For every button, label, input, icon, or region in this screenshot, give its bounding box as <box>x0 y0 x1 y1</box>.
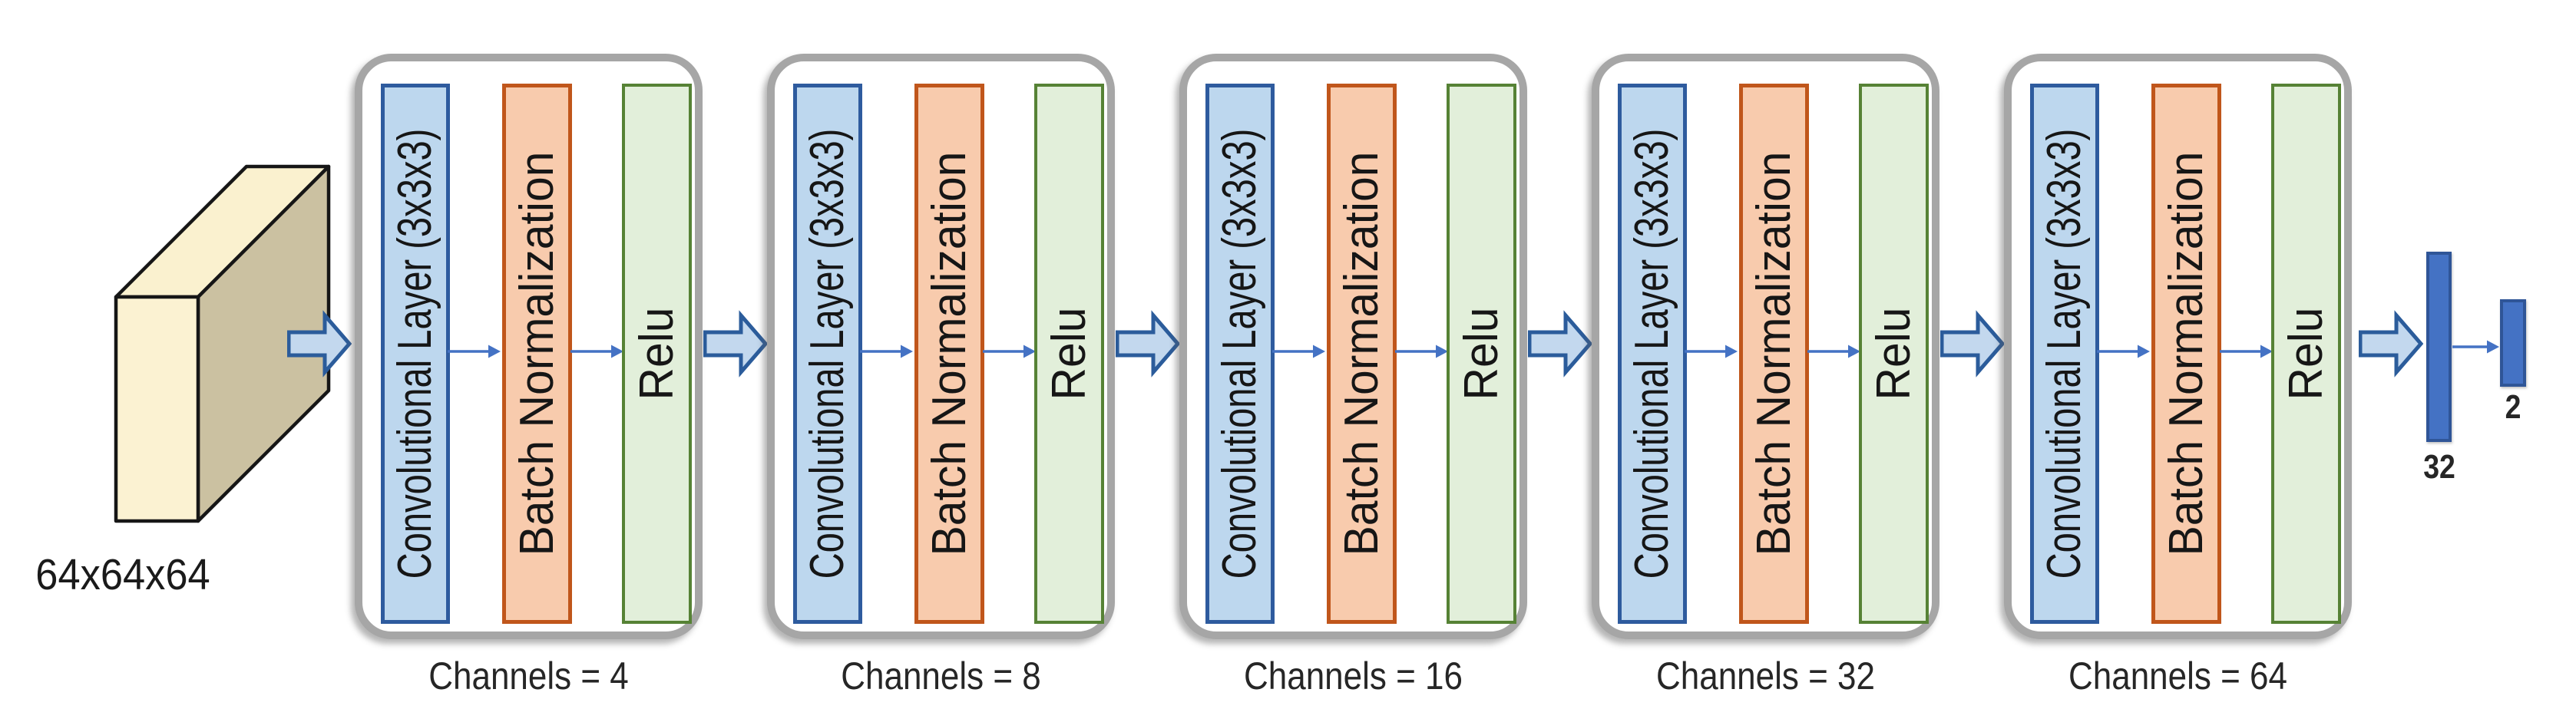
output-bar-2 <box>2500 299 2526 387</box>
connector-arrow-icon <box>2452 340 2499 354</box>
relu-bar: Relu <box>1034 84 1104 624</box>
channels-label: Channels = 16 <box>1243 655 1463 697</box>
relu-bar: Relu <box>1859 84 1929 624</box>
flow-arrow-icon <box>287 310 352 378</box>
batch-norm-bar: Batch Normalization <box>914 84 984 624</box>
conv-block-2: Convolutional Layer (3x3x3) Batch Normal… <box>767 54 1115 697</box>
connector-arrow-icon <box>1685 345 1738 358</box>
connector-arrow-icon <box>983 345 1036 358</box>
connector-arrow-icon <box>1272 345 1325 358</box>
batch-norm-label: Batch Normalization <box>922 151 976 556</box>
conv-block-1: Convolutional Layer (3x3x3) Batch Normal… <box>355 54 703 697</box>
input-size-label: 64x64x64 <box>35 550 210 599</box>
conv-layer-bar: Convolutional Layer (3x3x3) <box>1618 84 1687 624</box>
batch-norm-bar: Batch Normalization <box>1327 84 1397 624</box>
flow-arrow-icon <box>1528 310 1592 378</box>
connector-arrow-icon <box>2097 345 2150 358</box>
connector-arrow-icon <box>570 345 623 358</box>
connector-arrow-icon <box>860 345 913 358</box>
output-bar-32-label: 32 <box>2423 448 2455 486</box>
channels-label: Channels = 8 <box>841 655 1041 697</box>
flow-arrow-icon <box>1940 310 2005 378</box>
relu-bar: Relu <box>2271 84 2341 624</box>
conv-block-4: Convolutional Layer (3x3x3) Batch Normal… <box>1592 54 1939 697</box>
channels-label: Channels = 4 <box>428 655 629 697</box>
relu-bar: Relu <box>1447 84 1516 624</box>
relu-label: Relu <box>1042 307 1096 401</box>
batch-norm-label: Batch Normalization <box>1747 151 1801 556</box>
conv-block-3: Convolutional Layer (3x3x3) Batch Normal… <box>1179 54 1527 697</box>
conv-layer-label: Convolutional Layer (3x3x3) <box>2038 128 2091 579</box>
conv-layer-bar: Convolutional Layer (3x3x3) <box>381 84 450 624</box>
relu-label: Relu <box>1867 307 1920 401</box>
conv-block-5: Convolutional Layer (3x3x3) Batch Normal… <box>2004 54 2352 697</box>
batch-norm-label: Batch Normalization <box>1334 151 1388 556</box>
relu-label: Relu <box>630 307 683 401</box>
connector-arrow-icon <box>1395 345 1448 358</box>
relu-bar: Relu <box>622 84 692 624</box>
output-bar-32 <box>2426 252 2452 442</box>
flow-arrow-icon <box>2359 310 2423 378</box>
conv-layer-bar: Convolutional Layer (3x3x3) <box>2030 84 2099 624</box>
conv-layer-bar: Convolutional Layer (3x3x3) <box>793 84 862 624</box>
conv-layer-bar: Convolutional Layer (3x3x3) <box>1205 84 1275 624</box>
relu-label: Relu <box>1454 307 1508 401</box>
batch-norm-bar: Batch Normalization <box>2151 84 2221 624</box>
conv-layer-label: Convolutional Layer (3x3x3) <box>1625 128 1678 579</box>
channels-label: Channels = 32 <box>1655 655 1875 697</box>
cube-front-face <box>114 295 200 523</box>
flow-arrow-icon <box>703 310 768 378</box>
batch-norm-label: Batch Normalization <box>2159 151 2213 556</box>
conv-layer-label: Convolutional Layer (3x3x3) <box>389 128 441 579</box>
batch-norm-bar: Batch Normalization <box>502 84 572 624</box>
input-volume-cube <box>114 164 331 523</box>
output-bar-2-label: 2 <box>2505 388 2521 426</box>
batch-norm-bar: Batch Normalization <box>1739 84 1809 624</box>
connector-arrow-icon <box>1807 345 1860 358</box>
flow-arrow-icon <box>1116 310 1180 378</box>
relu-label: Relu <box>2279 307 2333 401</box>
channels-label: Channels = 64 <box>2068 655 2287 697</box>
conv-layer-label: Convolutional Layer (3x3x3) <box>801 128 854 579</box>
batch-norm-label: Batch Normalization <box>510 151 564 556</box>
connector-arrow-icon <box>2220 345 2273 358</box>
connector-arrow-icon <box>448 345 501 358</box>
conv-layer-label: Convolutional Layer (3x3x3) <box>1213 128 1266 579</box>
